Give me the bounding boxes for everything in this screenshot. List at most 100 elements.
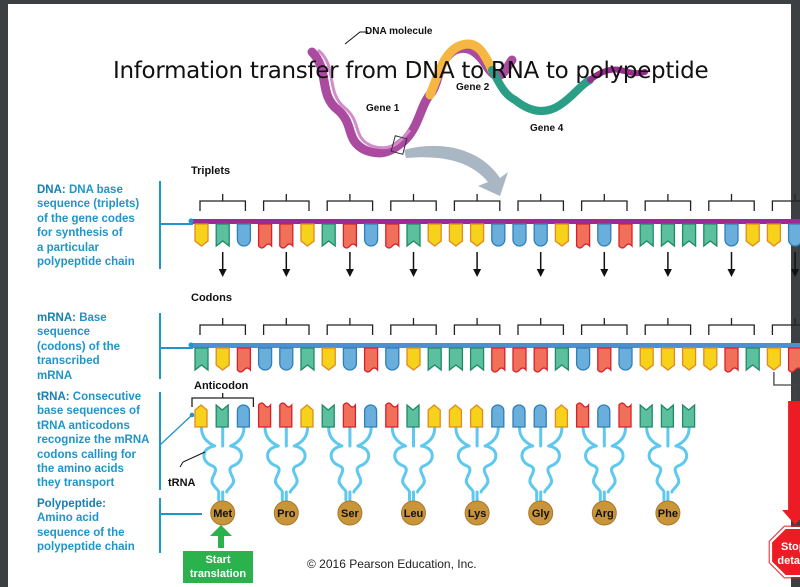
trna-molecule: Pro — [257, 402, 314, 526]
trna-molecule: Arg — [575, 402, 632, 526]
anticodon-base-G — [681, 403, 696, 428]
trna-bracket-line — [159, 392, 161, 490]
desc-line: Consecutive — [72, 391, 142, 403]
stop-line1: Stop; — [781, 541, 800, 553]
nucleotide-base-Y — [448, 223, 464, 247]
desc-line: base sequences of — [37, 405, 140, 418]
nucleotide-base-Y — [300, 223, 315, 247]
stop-codon-group: Stop;detach — [768, 372, 800, 579]
triplet-bracket — [517, 318, 565, 335]
nucleotide-base-R — [279, 223, 294, 249]
codons-label: Codons — [191, 292, 232, 304]
mrna-description: mRNA: Base sequence (codons) of the tran… — [37, 311, 120, 383]
dna-helix-illustration — [307, 31, 648, 196]
polypeptide-connector-line — [160, 513, 202, 515]
nucleotide-base-B — [257, 347, 273, 371]
anticodon-base-B — [363, 404, 378, 428]
nucleotide-base-Y — [766, 347, 782, 371]
nucleotide-base-G — [194, 347, 209, 372]
trna-molecule: Lys — [448, 404, 505, 526]
mrna-bracket-line — [159, 313, 161, 379]
arrow-head-icon — [218, 269, 227, 277]
nucleotide-base-Y — [321, 347, 336, 371]
triplet-bracket — [708, 318, 755, 335]
triplet-bracket — [580, 194, 628, 211]
anticodon-base-R — [575, 402, 590, 428]
nucleotide-base-G — [321, 223, 336, 248]
amino-acid-label: Gly — [532, 508, 551, 520]
nucleotide-base-B — [618, 347, 633, 371]
nucleotide-base-G — [660, 223, 676, 248]
gene4-helix-strand — [488, 66, 594, 115]
start-line1: Start — [205, 554, 231, 566]
trna-body — [390, 426, 437, 505]
stop-sign-icon — [770, 527, 800, 577]
nucleotide-base-G — [448, 347, 464, 372]
nucleotide-base-Y — [427, 223, 442, 247]
arrow-head-icon — [409, 269, 418, 277]
polypeptide-key: Polypeptide: — [37, 498, 107, 510]
anticodon-bracket — [191, 393, 255, 407]
gene1-helix-strand-light — [316, 48, 412, 150]
nucleotide-base-G — [639, 223, 654, 248]
trna-body — [518, 426, 564, 505]
nucleotide-base-G — [406, 223, 421, 248]
dna-connector-line — [160, 223, 193, 225]
dna-molecule-label: DNA molecule — [365, 26, 433, 37]
nucleotide-base-G — [681, 223, 697, 248]
nucleotide-base-R — [363, 347, 379, 373]
trna-body — [327, 426, 373, 505]
amino-acid-bead — [210, 500, 236, 526]
nucleotide-base-Y — [406, 347, 421, 371]
dna-molecule-pointer — [344, 31, 368, 45]
triplet-bracket — [644, 194, 692, 211]
nucleotide-base-R — [575, 223, 591, 249]
amino-acid-bead — [655, 500, 681, 526]
start-line2: translation — [189, 568, 247, 580]
trna-pointer-line — [179, 451, 206, 468]
dna-strand — [188, 194, 800, 277]
nucleotide-base-R — [533, 347, 548, 373]
sugar-phosphate-backbone — [191, 343, 800, 348]
gene-1-label: Gene 1 — [366, 103, 400, 114]
nucleotide-base-B — [575, 347, 591, 371]
nucleotide-base-Y — [703, 347, 718, 371]
nucleotide-base-B — [512, 223, 527, 247]
dna-description: DNA: DNA base sequence (triplets) of the… — [37, 183, 139, 269]
desc-line: a particular — [37, 241, 99, 254]
trna-body — [645, 426, 691, 505]
desc-line: recognize the mRNA — [37, 434, 150, 447]
anticodon-base-B — [533, 404, 547, 428]
nucleotide-base-B — [491, 223, 506, 247]
triplet-bracket — [326, 318, 374, 335]
trna-description: tRNA: Consecutive base sequences of tRNA… — [37, 390, 149, 491]
triplet-bracket — [453, 194, 501, 211]
nucleotide-base-B — [787, 223, 800, 247]
nucleotide-base-G — [703, 223, 718, 248]
nucleotide-base-R — [512, 347, 527, 373]
nucleotide-base-G — [427, 347, 442, 372]
triplet-bracket — [199, 194, 247, 211]
anticodon-base-Y — [448, 404, 463, 428]
anticodon-base-B — [597, 404, 611, 428]
nucleotide-base-Y — [194, 223, 209, 247]
desc-line: sequence of the — [37, 526, 125, 539]
stop-sign-outline — [768, 525, 800, 579]
arrow-head-icon — [345, 269, 354, 277]
desc-line: mRNA — [37, 369, 73, 382]
trna-molecule: Phe — [639, 403, 696, 526]
nucleotide-base-B — [533, 223, 548, 247]
nucleotide-base-Y — [660, 347, 676, 371]
arrow-head-icon — [791, 269, 800, 277]
gene-4-label: Gene 4 — [530, 123, 564, 134]
desc-line: sequence — [37, 326, 91, 339]
nucleotide-base-G — [469, 347, 485, 372]
desc-line: transcribed — [37, 355, 100, 368]
anticodon-base-Y — [300, 404, 314, 428]
anticodon-base-R — [385, 402, 399, 428]
triplet-bracket — [262, 194, 310, 211]
triplets-label: Triplets — [191, 165, 231, 177]
desc-line: they transport — [37, 477, 115, 490]
nucleotide-base-B — [342, 347, 358, 371]
